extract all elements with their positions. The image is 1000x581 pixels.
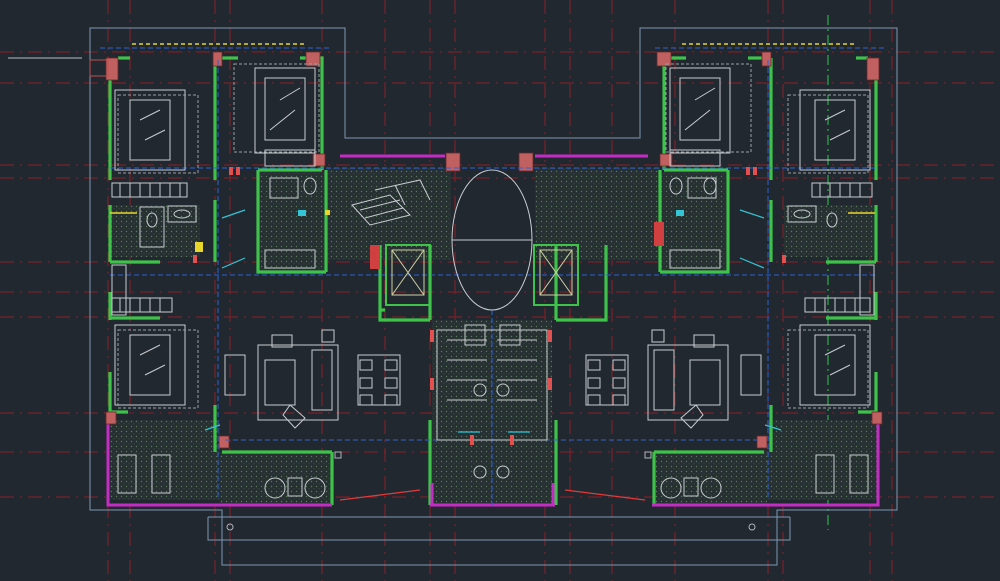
bed-icon [787,324,871,409]
walls-right-unit [554,56,878,505]
bottom-markers [89,59,756,531]
elevator-icon [370,222,664,306]
windows [110,43,875,214]
bed-icon [114,324,199,409]
bed-icon [665,63,752,167]
sofa-icon [224,329,339,429]
bed-icon [114,89,199,174]
dining-table-icon [585,354,629,406]
inner-outline [207,516,791,541]
bed-icon [233,63,320,167]
columns [105,51,883,449]
dining-table-icon [357,354,401,406]
pipe-tags [193,167,786,501]
annotations [195,209,782,433]
washbasin-icon [117,454,869,499]
bed-icon [787,89,871,174]
wardrobe [111,182,875,316]
stair-icon [351,169,548,479]
hatched-floors [110,168,877,505]
walls-left-unit [108,56,432,505]
balcony-walls [106,154,880,507]
building-outline [89,27,898,566]
toilet-icon [139,177,838,269]
sofa-icon [647,329,762,429]
